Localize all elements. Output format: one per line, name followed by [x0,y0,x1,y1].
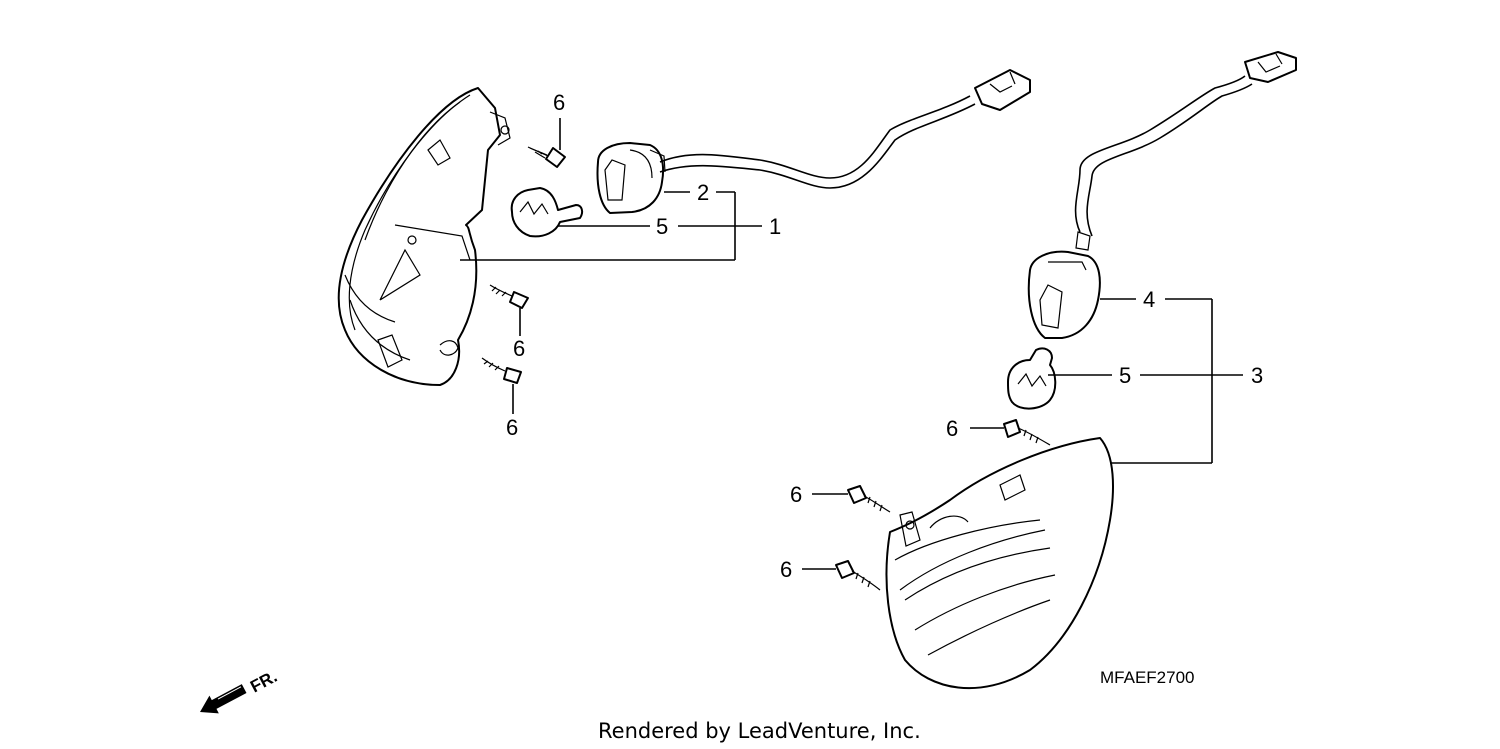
diagram-code: MFAEF2700 [1100,668,1195,687]
callout-3: 3 [1251,363,1263,388]
credit-text: Rendered by LeadVenture, Inc. [598,719,921,743]
wire-harness-left [659,69,1031,189]
screw-icon [489,284,529,309]
screw-icon [1003,419,1051,446]
bulb-left [510,187,584,238]
bulb-socket-right [1027,231,1101,339]
screw-icon [527,146,566,168]
front-direction-arrow-icon [200,684,247,714]
callout-6-right-bottom: 6 [780,557,792,582]
bulb-right [1007,347,1057,410]
callout-5-left: 5 [656,214,668,239]
left-turn-signal-housing [337,87,511,386]
screw-icon [481,357,522,384]
leader-lines [460,118,1243,570]
callout-5-right: 5 [1119,363,1131,388]
callout-6-left-middle: 6 [513,336,525,361]
wire-harness-right [1074,51,1297,237]
screw-icon [835,560,881,591]
callout-6-left-bottom: 6 [506,415,518,440]
callout-4: 4 [1143,287,1155,312]
callout-1: 1 [769,214,781,239]
right-turn-signal-housing [885,437,1114,690]
bulb-socket-left [596,142,666,214]
callout-6-right-middle: 6 [790,482,802,507]
callout-6-left-top: 6 [553,90,565,115]
screw-icon [847,485,891,513]
front-direction-label: FR. [247,667,280,697]
callout-2: 2 [697,180,709,205]
callout-6-right-top: 6 [946,416,958,441]
